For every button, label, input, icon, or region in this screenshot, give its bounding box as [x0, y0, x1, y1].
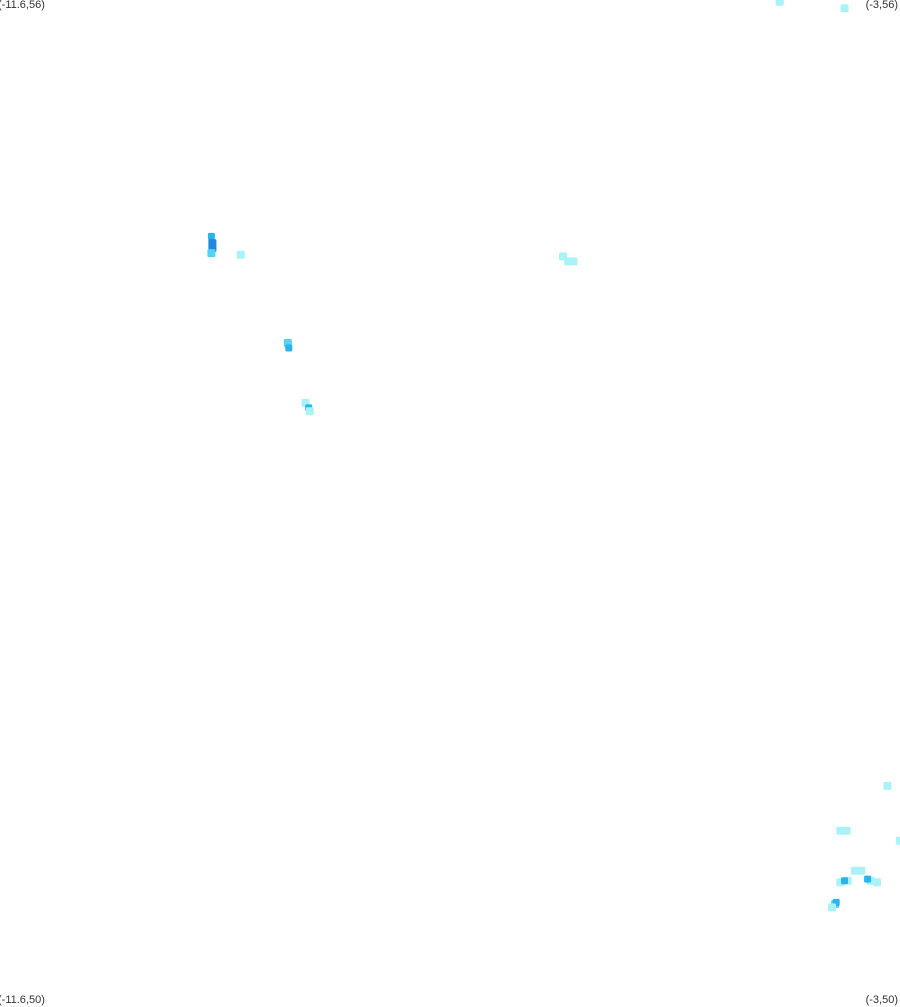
- heat-point-light: [883, 781, 892, 790]
- heat-point-light: [305, 407, 314, 416]
- heat-point-light: [857, 866, 866, 875]
- heat-point-strong: [285, 344, 293, 352]
- heat-point-light: [840, 4, 849, 13]
- heat-point-light: [836, 826, 845, 835]
- heat-point-light: [775, 0, 784, 6]
- corner-label-bottom-right: (-3,50): [865, 994, 898, 1006]
- heat-point-light: [828, 903, 836, 912]
- heat-point-strong: [207, 232, 215, 240]
- heat-point-light: [842, 826, 851, 835]
- heat-point-light: [851, 866, 859, 875]
- heat-point-light: [896, 836, 900, 845]
- heat-point-medium: [207, 249, 216, 258]
- heat-point-light: [873, 878, 881, 887]
- corner-label-top-left: (-11.6,56): [0, 0, 45, 11]
- heat-point-light: [569, 257, 578, 266]
- heat-point-strong: [864, 875, 872, 883]
- corner-label-top-right: (-3,56): [865, 0, 898, 11]
- heat-point-light: [236, 250, 245, 259]
- heat-point-strong: [841, 877, 848, 885]
- corner-label-bottom-left: (-11.6,50): [0, 994, 45, 1006]
